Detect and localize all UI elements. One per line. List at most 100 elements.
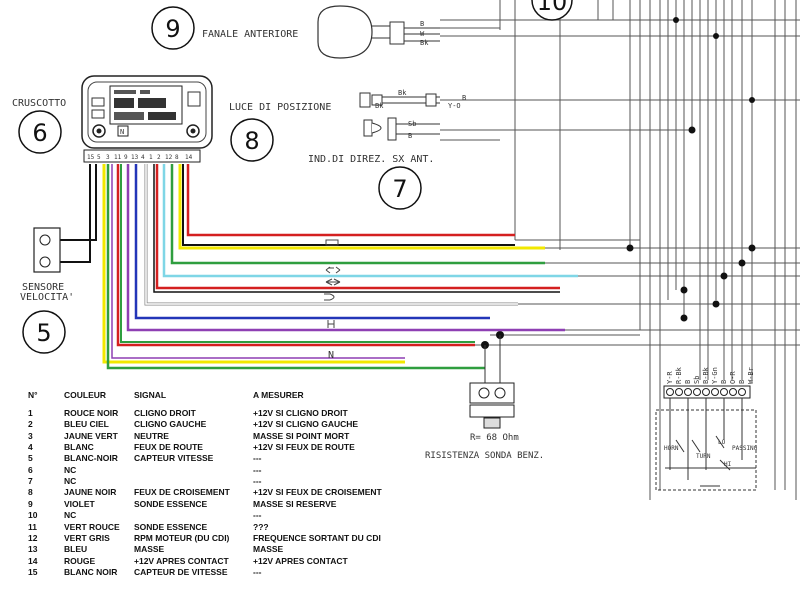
pin-14: 14 [185, 154, 193, 161]
position-light-bulb [359, 92, 440, 108]
row-num: 4 [28, 442, 33, 453]
label-cruscotto: CRUSCOTTO [12, 98, 66, 109]
row-num: 10 [28, 510, 38, 521]
svg-text:O-R: O-R [729, 371, 737, 384]
row-color: VERT ROUCE [64, 521, 120, 532]
pin-1: 1 [149, 154, 153, 161]
row-num: 13 [28, 544, 38, 555]
row-measure: --- [253, 510, 262, 521]
row-num: 5 [28, 453, 33, 464]
luce-wire-bk2: Bk [375, 102, 384, 110]
row-measure: +12V SI CLIGNO GAUCHE [253, 419, 359, 430]
pin-4: 4 [141, 154, 145, 161]
row-color: ROUCE NOIR [64, 408, 119, 418]
luce-wire-b: B [462, 94, 466, 102]
row-signal: CLIGNO DROIT [134, 408, 196, 418]
svg-text:B-Bk: B-Bk [702, 366, 710, 384]
row-color: VIOLET [64, 498, 95, 509]
header-num: N° [28, 390, 38, 400]
svg-text:B: B [738, 380, 746, 384]
switch-turn-label: TURN [696, 453, 711, 460]
switch-passing-label: PASSING [732, 445, 758, 452]
row-measure: MASSE SI RESERVE [253, 498, 337, 509]
row-num: 12 [28, 532, 38, 543]
pin-13: 13 [131, 154, 139, 161]
row-measure: MASSE [253, 544, 284, 555]
wire-symbols [324, 239, 341, 328]
row-color: BLEU [64, 544, 88, 555]
row-num: 1 [28, 408, 33, 418]
row-measure: +12V SI FEUX DE CROISEMENT [253, 487, 382, 498]
pin-2: 2 [157, 154, 161, 161]
row-signal: SONDE ESSENCE [134, 521, 208, 532]
row-num: 6 [28, 464, 33, 475]
switch-connector [663, 385, 751, 399]
row-color: JAUNE VERT [64, 430, 118, 441]
pin-3: 3 [106, 154, 110, 161]
callout-7: 7 [378, 166, 422, 210]
row-measure: --- [253, 476, 262, 487]
svg-text:8: 8 [244, 127, 259, 155]
speed-sensor [33, 227, 61, 273]
headlight-connector [389, 21, 440, 45]
row-num: 15 [28, 566, 38, 577]
row-num: 8 [28, 487, 33, 498]
row-signal: +12V APRES CONTACT [134, 555, 229, 566]
pin-9: 9 [124, 154, 128, 161]
row-measure: MASSE SI POINT MORT [253, 430, 350, 441]
svg-text:B: B [684, 380, 692, 384]
row-color: BLANC [64, 442, 94, 453]
row-num: 2 [28, 419, 33, 430]
switch-lo-label: LO [718, 439, 726, 446]
headlight-bulb [317, 5, 390, 59]
row-signal: CLIGNO GAUCHE [134, 419, 207, 430]
row-signal: FEUX DE CROISEMENT [134, 487, 230, 498]
row-num: 3 [28, 430, 33, 441]
row-color: JAUNE NOIR [64, 487, 117, 498]
switch-hi-label: HI [724, 461, 732, 468]
neutral-wire-label: N [328, 350, 334, 361]
callout-8: 8 [230, 118, 274, 162]
dashboard-unit: N [81, 75, 213, 149]
row-measure: ??? [253, 521, 269, 532]
pin-5: 5 [97, 154, 101, 161]
label-indicatore: IND.DI DIREZ. SX ANT. [308, 154, 434, 165]
svg-text:6: 6 [32, 119, 47, 147]
svg-text:W-Br: W-Br [747, 367, 755, 384]
right-harness-lines [499, 0, 797, 500]
row-signal: CAPTEUR DE VITESSE [134, 566, 228, 577]
row-color: NC [64, 510, 77, 521]
row-measure: +12V APRES CONTACT [253, 555, 348, 566]
header-measure: A MESURER [253, 390, 304, 400]
svg-text:Sb: Sb [693, 376, 701, 384]
row-num: 14 [28, 555, 38, 566]
label-resistenza-sonda: RISISTENZA SONDA BENZ. [425, 451, 544, 461]
fanale-wire-w: W [420, 30, 425, 38]
switch-wire-labels: Y-R R-Bk B Sb B-Bk Y-Gn B O-R B W-Br [666, 366, 755, 384]
row-color: BLANC NOIR [64, 566, 118, 577]
callout-10: 10 [531, 0, 573, 21]
row-color: ROUGE [64, 555, 96, 566]
pin-8: 8 [175, 154, 179, 161]
dashboard-neutral-letter: N [120, 128, 124, 136]
row-color: BLANC-NOIR [64, 453, 118, 464]
row-color: BLEU CIEL [64, 419, 109, 430]
row-num: 7 [28, 476, 33, 487]
fuel-sensor-resistor [469, 335, 515, 429]
row-signal: SONDE ESSENCE [134, 498, 208, 509]
svg-text:5: 5 [36, 319, 51, 347]
callout-5: 5 [22, 310, 66, 354]
svg-text:10: 10 [537, 0, 568, 16]
pin-11: 11 [114, 154, 122, 161]
svg-text:B: B [720, 380, 728, 384]
label-luce-posizione: LUCE DI POSIZIONE [229, 102, 331, 113]
ind-wire-sb: Sb [408, 120, 416, 128]
label-sensore: SENSORE [22, 282, 64, 293]
luce-wire-yo: Y-O [448, 102, 461, 110]
turn-indicator-bulb [363, 117, 440, 141]
row-signal: CAPTEUR VITESSE [134, 453, 214, 464]
pin-15: 15 [87, 154, 95, 161]
row-num: 9 [28, 498, 33, 509]
svg-text:7: 7 [392, 175, 407, 203]
